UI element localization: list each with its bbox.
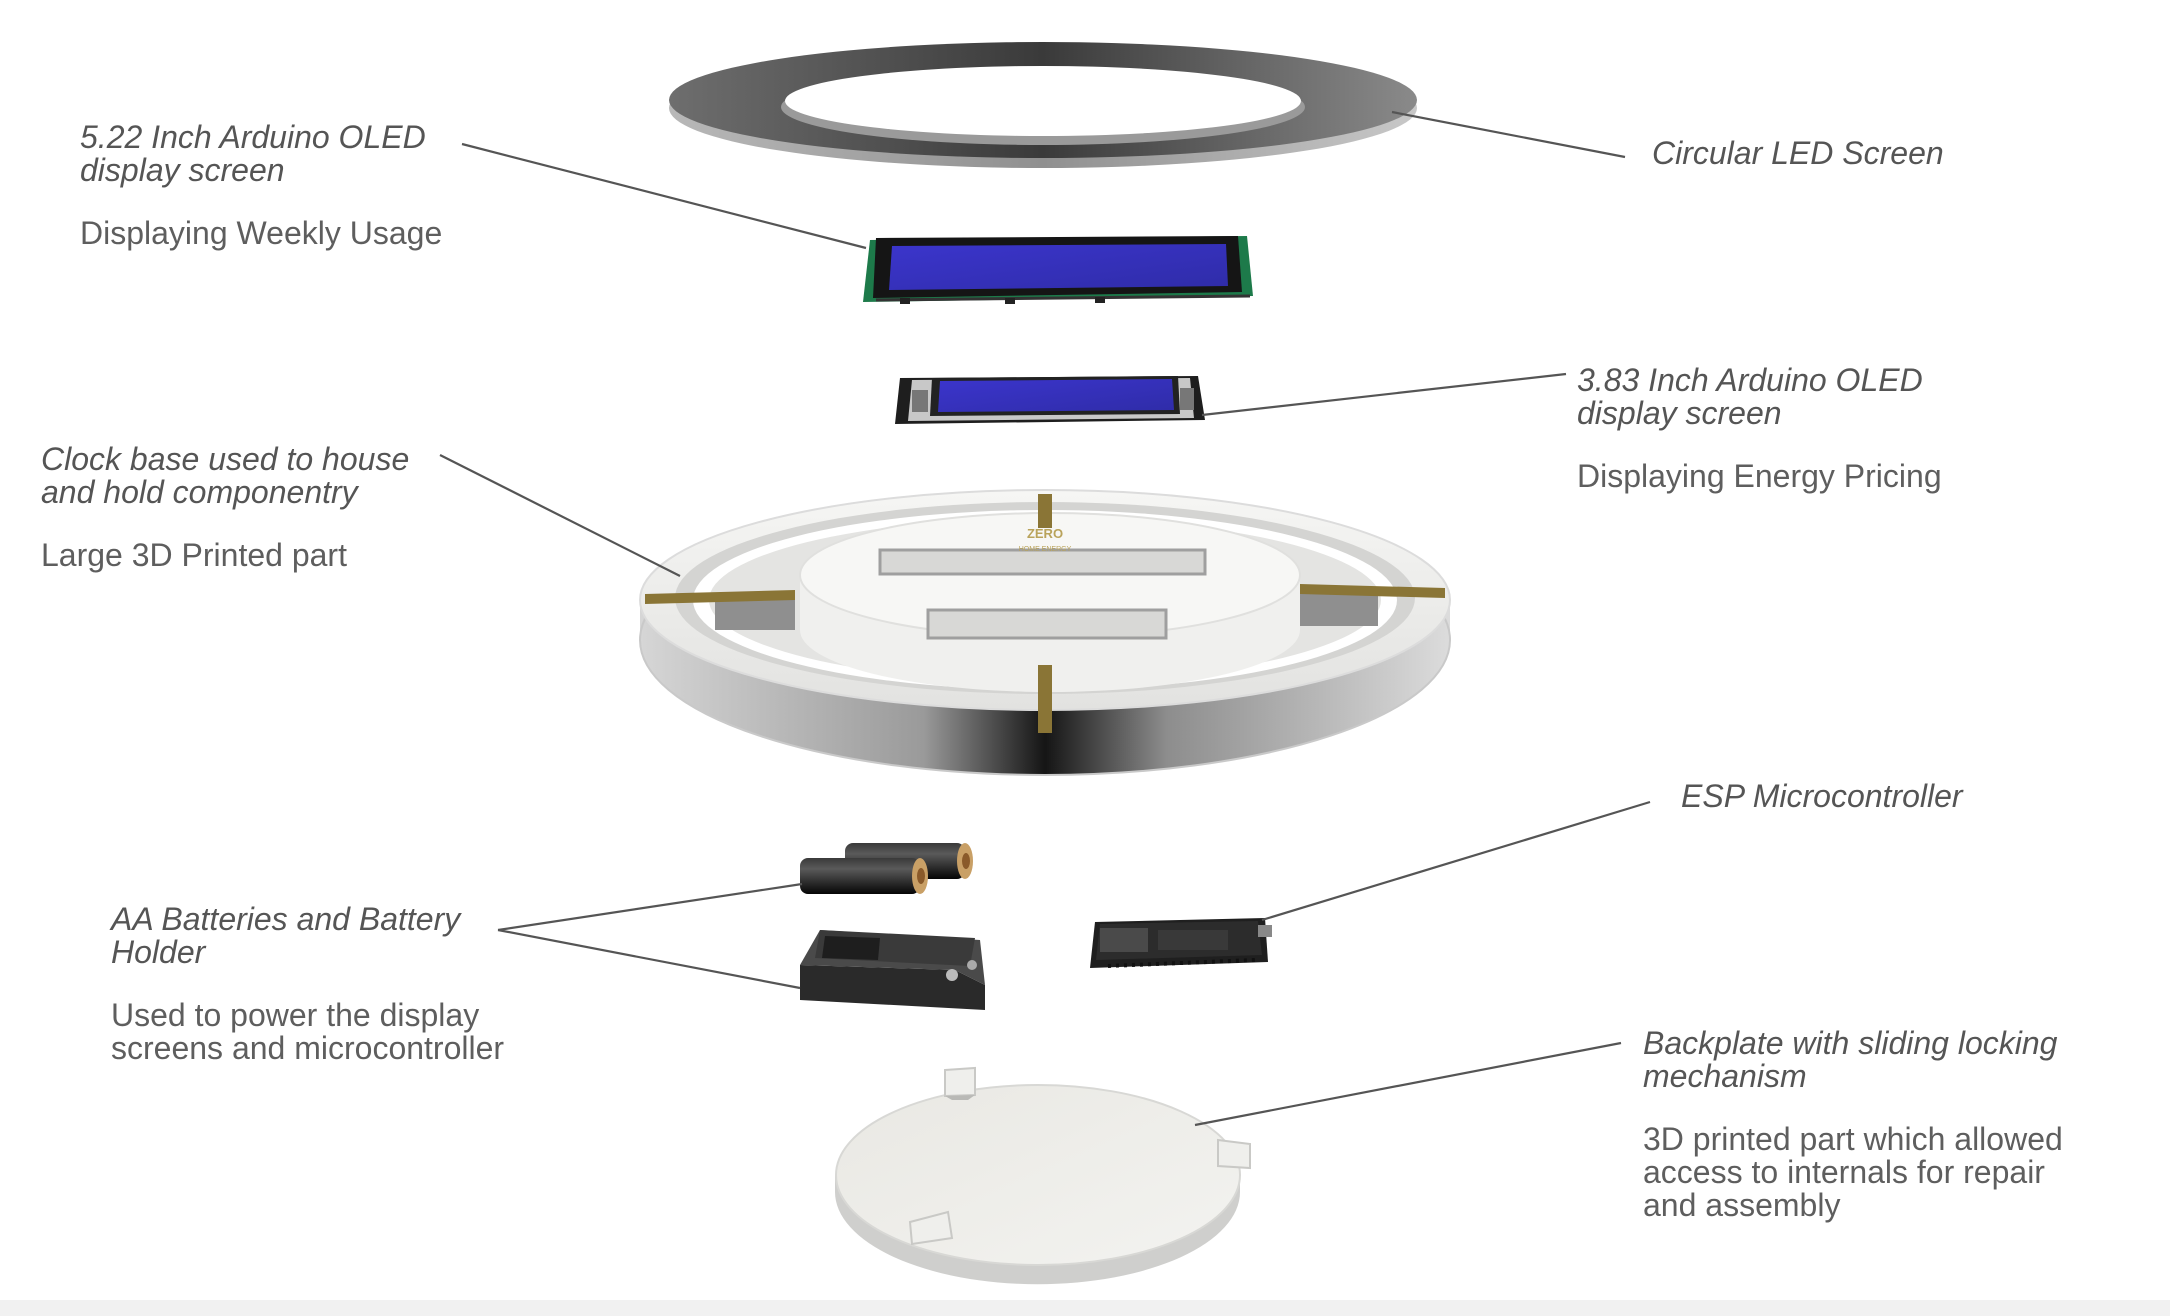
callout-oled-522-title: 5.22 Inch Arduino OLED display screen xyxy=(80,121,442,187)
leader-line-esp xyxy=(1262,802,1650,920)
leader-line-backplate xyxy=(1195,1043,1621,1125)
callout-oled-522: 5.22 Inch Arduino OLED display screen Di… xyxy=(80,121,442,250)
base-brand-sub-text: HOME ENERGY xyxy=(1019,546,1072,553)
callout-batteries-title: AA Batteries and Battery Holder xyxy=(111,903,504,969)
callout-backplate-description: 3D printed part which allowed access to … xyxy=(1643,1123,2063,1222)
callout-clock-base-title: Clock base used to house and hold compon… xyxy=(41,443,409,509)
oled-3-83-display xyxy=(895,376,1205,424)
callout-circular-led-title: Circular LED Screen xyxy=(1652,137,1944,170)
callout-clock-base-description: Large 3D Printed part xyxy=(41,539,409,572)
callout-esp-title: ESP Microcontroller xyxy=(1681,780,1963,813)
callout-backplate-title: Backplate with sliding locking mechanism xyxy=(1643,1027,2063,1093)
callout-esp: ESP Microcontroller xyxy=(1681,780,1963,813)
leader-line-clock-base xyxy=(440,455,680,576)
circular-led-ring xyxy=(669,42,1417,168)
callout-oled-522-description: Displaying Weekly Usage xyxy=(80,217,442,250)
floor-strip xyxy=(0,1300,2170,1316)
oled-5-22-display xyxy=(863,236,1253,304)
battery-holder xyxy=(800,930,985,1010)
callout-batteries: AA Batteries and Battery Holder Used to … xyxy=(111,903,504,1065)
callout-circular-led: Circular LED Screen xyxy=(1652,137,1944,170)
backplate xyxy=(835,1068,1250,1284)
callout-backplate: Backplate with sliding locking mechanism… xyxy=(1643,1027,2063,1222)
leader-line-oled-383 xyxy=(1202,374,1566,415)
leader-line-batteries-2 xyxy=(498,930,800,988)
callout-clock-base: Clock base used to house and hold compon… xyxy=(41,443,409,572)
leader-line-circular-led xyxy=(1392,112,1625,157)
aa-batteries xyxy=(800,843,973,894)
callout-oled-383-description: Displaying Energy Pricing xyxy=(1577,460,1942,493)
clock-base: ZERO HOME ENERGY xyxy=(640,490,1450,775)
base-brand-text: ZERO xyxy=(1027,526,1063,541)
callout-oled-383-title: 3.83 Inch Arduino OLED display screen xyxy=(1577,364,1942,430)
leader-line-oled-522 xyxy=(462,144,866,248)
callout-batteries-description: Used to power the display screens and mi… xyxy=(111,999,504,1065)
leader-line-batteries-1 xyxy=(498,884,802,930)
callout-oled-383: 3.83 Inch Arduino OLED display screen Di… xyxy=(1577,364,1942,493)
esp-microcontroller xyxy=(1090,918,1272,968)
